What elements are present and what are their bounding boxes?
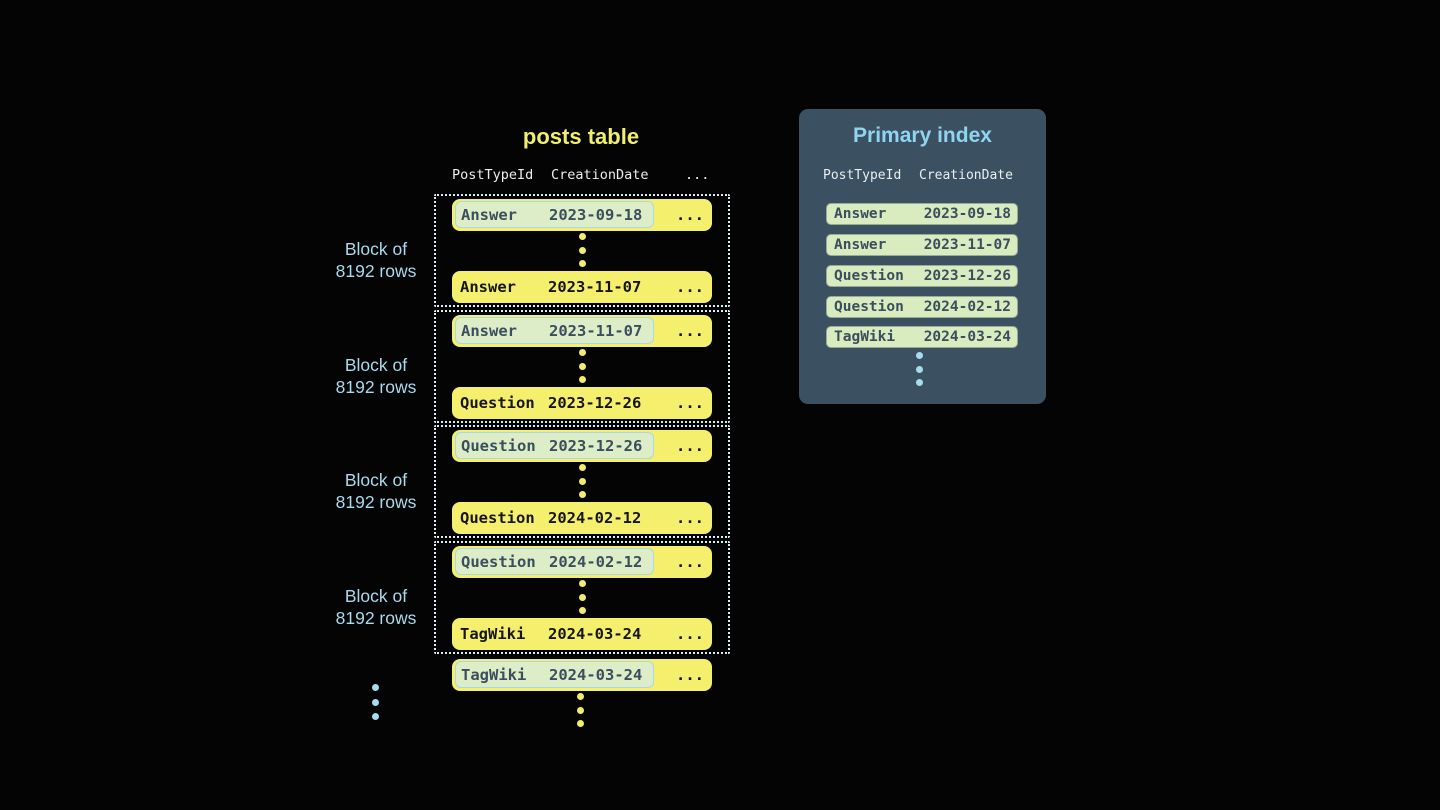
block-label-line: 8192 rows (335, 492, 417, 512)
cell-creationdate: 2024-03-24 (548, 625, 642, 643)
cell-creationdate: 2023-12-26 (549, 436, 643, 455)
omitted-rows-dots (579, 233, 586, 267)
block-size-label: Block of 8192 rows (296, 238, 456, 282)
cell-more-columns: ... (676, 322, 704, 340)
cell-posttypeid: Answer (461, 321, 517, 340)
table-row-highlighted: Question 2023-12-26 ... (452, 430, 712, 462)
more-blocks-dots (372, 684, 379, 720)
cell-posttypeid: TagWiki (834, 329, 896, 345)
omitted-rows-dots (579, 580, 586, 614)
index-entry: Question 2024-02-12 (826, 296, 1018, 318)
primary-index-panel: Primary index PostTypeId CreationDate An… (799, 109, 1046, 404)
block-label-line: Block of (344, 470, 408, 490)
cell-creationdate: 2023-09-18 (549, 205, 643, 224)
cell-posttypeid: Question (460, 509, 535, 527)
cell-creationdate: 2023-11-07 (549, 321, 643, 340)
omitted-rows-dots (577, 693, 584, 727)
cell-creationdate: 2024-02-12 (923, 299, 1011, 315)
primary-index-title: Primary index (853, 124, 992, 147)
posts-table-title: posts table (522, 124, 640, 149)
cell-more-columns: ... (676, 509, 704, 527)
cell-more-columns: ... (676, 278, 704, 296)
cell-posttypeid: Question (461, 552, 536, 571)
index-column-header-creationdate: CreationDate (919, 168, 1013, 183)
block-label-line: Block of (344, 586, 408, 606)
cell-creationdate: 2023-11-07 (923, 237, 1011, 253)
index-entry: Answer 2023-11-07 (826, 234, 1018, 256)
table-row-highlighted: Question 2024-02-12 ... (452, 546, 712, 578)
cell-more-columns: ... (676, 625, 704, 643)
table-row: TagWiki 2024-03-24 ... (452, 618, 712, 650)
cell-posttypeid: TagWiki (460, 625, 526, 643)
block-size-label: Block of 8192 rows (296, 585, 456, 629)
cell-posttypeid: Question (460, 394, 535, 412)
omitted-rows-dots (579, 464, 586, 498)
omitted-rows-dots (579, 349, 586, 383)
column-header-creationdate: CreationDate (551, 167, 649, 183)
cell-creationdate: 2024-02-12 (549, 552, 643, 571)
row-block-1: Answer 2023-09-18 ... Answer 2023-11-07 … (434, 194, 730, 307)
cell-posttypeid: Answer (461, 205, 517, 224)
cell-posttypeid: Answer (834, 206, 887, 222)
cell-creationdate: 2023-12-26 (548, 394, 642, 412)
row-block-3: Question 2023-12-26 ... Question 2024-02… (434, 425, 730, 538)
indexed-values-highlight: Answer 2023-09-18 (455, 201, 654, 228)
more-index-entries-dots (916, 352, 923, 386)
block-label-line: 8192 rows (335, 261, 417, 281)
cell-posttypeid: TagWiki (461, 665, 527, 684)
row-block-2: Answer 2023-11-07 ... Question 2023-12-2… (434, 310, 730, 423)
cell-creationdate: 2024-03-24 (923, 329, 1011, 345)
block-label-line: 8192 rows (335, 608, 417, 628)
cell-more-columns: ... (676, 394, 704, 412)
column-header-more: ... (685, 167, 710, 183)
cell-posttypeid: Answer (460, 278, 516, 296)
row-block-4: Question 2024-02-12 ... TagWiki 2024-03-… (434, 541, 730, 654)
table-row-highlighted: TagWiki 2024-03-24 ... (452, 659, 712, 691)
cell-more-columns: ... (676, 206, 704, 224)
cell-more-columns: ... (676, 666, 704, 684)
table-row-highlighted: Answer 2023-09-18 ... (452, 199, 712, 231)
cell-creationdate: 2023-11-07 (548, 278, 642, 296)
cell-creationdate: 2023-09-18 (923, 206, 1011, 222)
index-entry: Answer 2023-09-18 (826, 203, 1018, 225)
cell-creationdate: 2023-12-26 (923, 268, 1011, 284)
cell-posttypeid: Question (834, 299, 904, 315)
index-column-header-posttypeid: PostTypeId (823, 168, 902, 183)
cell-posttypeid: Answer (834, 237, 887, 253)
block-label-line: 8192 rows (335, 377, 417, 397)
column-header-posttypeid: PostTypeId (452, 167, 534, 183)
indexed-values-highlight: Question 2023-12-26 (455, 432, 654, 459)
block-size-label: Block of 8192 rows (296, 354, 456, 398)
index-entry: Question 2023-12-26 (826, 265, 1018, 287)
cell-posttypeid: Question (461, 436, 536, 455)
table-row: Answer 2023-11-07 ... (452, 271, 712, 303)
index-entry: TagWiki 2024-03-24 (826, 326, 1018, 348)
cell-more-columns: ... (676, 553, 704, 571)
indexed-values-highlight: Question 2024-02-12 (455, 548, 654, 575)
block-label-line: Block of (344, 239, 408, 259)
cell-posttypeid: Question (834, 268, 904, 284)
cell-creationdate: 2024-02-12 (548, 509, 642, 527)
block-label-line: Block of (344, 355, 408, 375)
indexed-values-highlight: Answer 2023-11-07 (455, 317, 654, 344)
cell-more-columns: ... (676, 437, 704, 455)
indexed-values-highlight: TagWiki 2024-03-24 (455, 661, 654, 688)
table-row: Question 2024-02-12 ... (452, 502, 712, 534)
table-row-highlighted: Answer 2023-11-07 ... (452, 315, 712, 347)
block-size-label: Block of 8192 rows (296, 469, 456, 513)
table-row: Question 2023-12-26 ... (452, 387, 712, 419)
cell-creationdate: 2024-03-24 (549, 665, 643, 684)
